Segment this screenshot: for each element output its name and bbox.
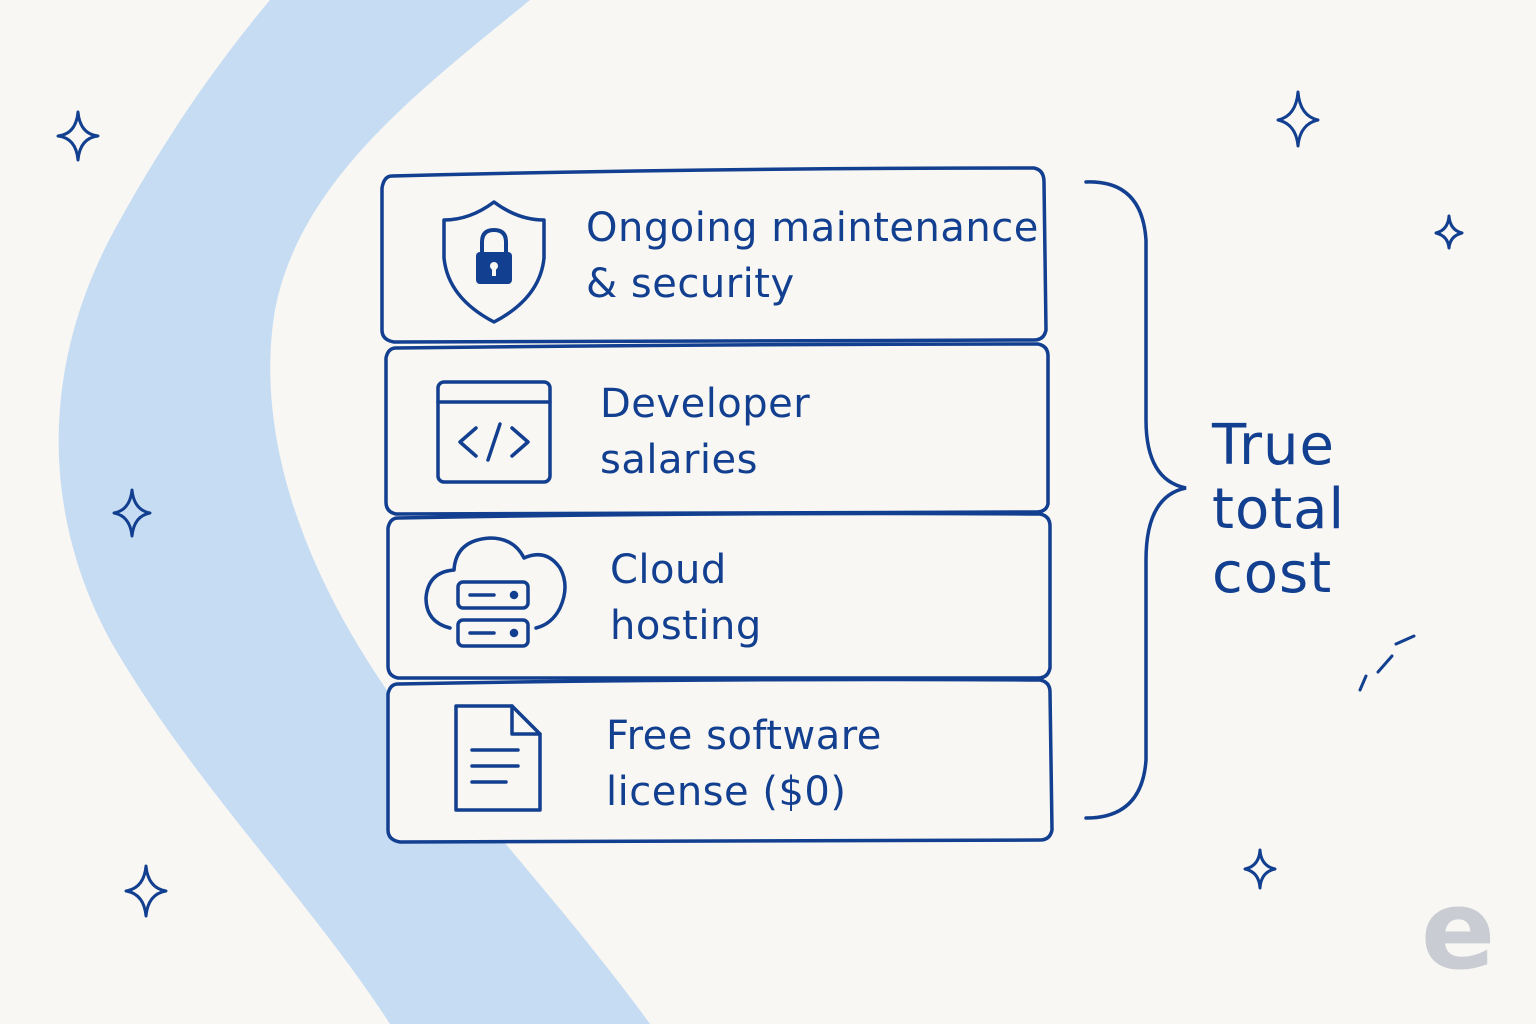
cost-box-license (386, 677, 1054, 844)
license-label: Free software license ($0) (606, 708, 882, 820)
background-wave-band (58, 0, 651, 1024)
brand-logo: e (1420, 866, 1496, 994)
salaries-label-line1: Developer (600, 381, 811, 427)
hosting-label-line1: Cloud (610, 547, 727, 593)
license-label-line2: license ($0) (606, 769, 847, 815)
maintenance-label-line1: Ongoing maintenance (586, 205, 1039, 251)
sparkle-icon (56, 110, 100, 162)
total-cost-bracket (1084, 180, 1187, 820)
cost-box-hosting (386, 511, 1052, 680)
emphasis-mark (1358, 674, 1368, 692)
license-label-line1: Free software (606, 713, 882, 759)
cost-box-maintenance (380, 166, 1048, 344)
hosting-label: Cloud hosting (610, 542, 762, 654)
sparkle-icon (112, 488, 152, 538)
shield-lock-icon (442, 200, 546, 324)
emphasis-mark (1376, 654, 1394, 674)
cloud-server-icon (424, 536, 567, 648)
sparkle-icon (124, 864, 168, 918)
total-label-line2: total (1212, 477, 1346, 542)
sparkle-icon (1276, 90, 1320, 148)
true-total-cost-label: True total cost (1212, 414, 1345, 606)
emphasis-mark (1394, 634, 1416, 646)
document-icon (454, 704, 542, 812)
code-window-icon (436, 380, 552, 484)
total-label-line1: True (1212, 413, 1335, 478)
sparkle-icon (1243, 848, 1277, 890)
hosting-label-line2: hosting (610, 603, 762, 649)
salaries-label-line2: salaries (600, 437, 758, 483)
sparkle-icon (1434, 214, 1464, 250)
total-label-line3: cost (1212, 541, 1333, 606)
salaries-label: Developer salaries (600, 376, 810, 488)
maintenance-label-line2: & security (586, 261, 795, 307)
maintenance-label: Ongoing maintenance & security (586, 200, 1039, 312)
